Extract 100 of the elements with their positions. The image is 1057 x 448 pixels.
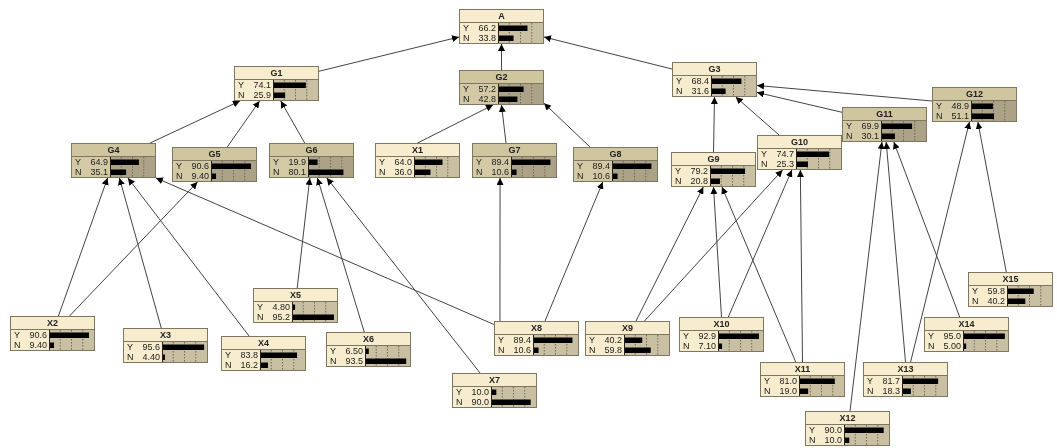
probability-value: 40.2 bbox=[986, 296, 1005, 306]
node-name: X7 bbox=[453, 374, 536, 387]
state-label: Y bbox=[972, 286, 978, 296]
node-name: X8 bbox=[495, 322, 578, 335]
node-name: A bbox=[460, 10, 543, 23]
probability-value: 69.9 bbox=[860, 121, 879, 131]
node-name: X6 bbox=[327, 333, 410, 346]
probability-value: 64.0 bbox=[393, 157, 412, 167]
state-label: Y bbox=[330, 346, 336, 356]
node-name: G1 bbox=[235, 67, 318, 80]
node-name: G10 bbox=[758, 136, 841, 149]
belief-node bbox=[10, 316, 95, 351]
probability-value: 95.0 bbox=[942, 331, 961, 341]
state-label: Y bbox=[127, 342, 133, 352]
probability-value: 80.1 bbox=[287, 167, 306, 177]
probability-value: 20.8 bbox=[689, 176, 708, 186]
belief-node bbox=[679, 317, 764, 352]
probability-value: 6.50 bbox=[344, 346, 363, 356]
arrow bbox=[644, 169, 783, 322]
arrow bbox=[796, 169, 804, 363]
belief-node bbox=[472, 143, 557, 178]
node-name: X3 bbox=[124, 329, 207, 342]
node-name: G12 bbox=[933, 88, 1016, 101]
belief-node bbox=[805, 411, 890, 446]
arrow bbox=[318, 35, 460, 72]
state-label: N bbox=[176, 171, 183, 181]
probability-value: 9.40 bbox=[190, 171, 209, 181]
state-label: Y bbox=[225, 350, 231, 360]
state-label: Y bbox=[476, 157, 482, 167]
belief-node bbox=[842, 107, 927, 142]
state-label: Y bbox=[676, 76, 682, 86]
arrow bbox=[543, 35, 673, 70]
arrow bbox=[893, 141, 961, 318]
probability-value: 25.9 bbox=[252, 90, 271, 100]
arrow bbox=[127, 177, 250, 337]
state-label: N bbox=[764, 386, 771, 396]
probability-value: 81.0 bbox=[778, 376, 797, 386]
probability-value: 93.5 bbox=[344, 356, 363, 366]
arrow bbox=[316, 177, 365, 333]
probability-value: 10.0 bbox=[470, 387, 489, 397]
probability-value: 36.0 bbox=[393, 167, 412, 177]
belief-node bbox=[573, 147, 658, 182]
probability-value: 7.10 bbox=[697, 341, 716, 351]
node-name: X2 bbox=[11, 317, 94, 330]
probability-value: 10.0 bbox=[823, 435, 842, 445]
arrow bbox=[498, 43, 505, 71]
state-label: Y bbox=[75, 157, 81, 167]
arrow bbox=[544, 181, 604, 322]
node-name: G6 bbox=[270, 144, 353, 157]
state-label: N bbox=[972, 296, 979, 306]
state-label: N bbox=[127, 352, 134, 362]
arrow bbox=[296, 177, 313, 289]
arrow bbox=[117, 177, 162, 329]
probability-value: 42.8 bbox=[477, 94, 496, 104]
belief-node bbox=[932, 87, 1017, 122]
node-name: G8 bbox=[574, 148, 657, 161]
arrow bbox=[910, 121, 972, 363]
state-label: N bbox=[225, 360, 232, 370]
node-name: X11 bbox=[761, 363, 844, 376]
belief-node bbox=[326, 332, 411, 367]
probability-value: 18.3 bbox=[881, 386, 900, 396]
arrow bbox=[849, 141, 885, 412]
state-label: Y bbox=[577, 161, 583, 171]
state-label: N bbox=[14, 340, 21, 350]
node-name: X12 bbox=[806, 412, 889, 425]
probability-value: 16.2 bbox=[239, 360, 258, 370]
belief-node bbox=[234, 66, 319, 101]
state-label: N bbox=[809, 435, 816, 445]
state-label: N bbox=[683, 341, 690, 351]
probability-value: 10.6 bbox=[512, 345, 531, 355]
state-label: Y bbox=[463, 84, 469, 94]
arrow bbox=[635, 186, 704, 322]
probability-value: 4.80 bbox=[271, 302, 290, 312]
probability-value: 74.1 bbox=[252, 80, 271, 90]
belief-node bbox=[452, 373, 537, 408]
arrow bbox=[280, 100, 306, 144]
state-label: Y bbox=[238, 80, 244, 90]
node-name: G3 bbox=[673, 63, 756, 76]
state-label: N bbox=[675, 176, 682, 186]
arrow bbox=[727, 169, 793, 318]
belief-node bbox=[71, 143, 156, 178]
arrow bbox=[498, 104, 507, 144]
probability-value: 90.6 bbox=[190, 161, 209, 171]
state-label: Y bbox=[764, 376, 770, 386]
node-name: G2 bbox=[460, 71, 543, 84]
probability-value: 31.6 bbox=[690, 86, 709, 96]
arrow bbox=[155, 177, 495, 325]
state-label: N bbox=[463, 94, 470, 104]
node-name: G9 bbox=[672, 153, 755, 166]
state-label: Y bbox=[867, 376, 873, 386]
state-label: N bbox=[238, 90, 245, 100]
arrow bbox=[721, 186, 797, 363]
state-label: N bbox=[676, 86, 683, 96]
arrow bbox=[975, 121, 1007, 273]
state-label: Y bbox=[846, 121, 852, 131]
belief-node bbox=[123, 328, 208, 363]
state-label: Y bbox=[14, 330, 20, 340]
probability-value: 5.00 bbox=[942, 341, 961, 351]
probability-value: 95.2 bbox=[271, 312, 290, 322]
node-name: G5 bbox=[173, 148, 256, 161]
